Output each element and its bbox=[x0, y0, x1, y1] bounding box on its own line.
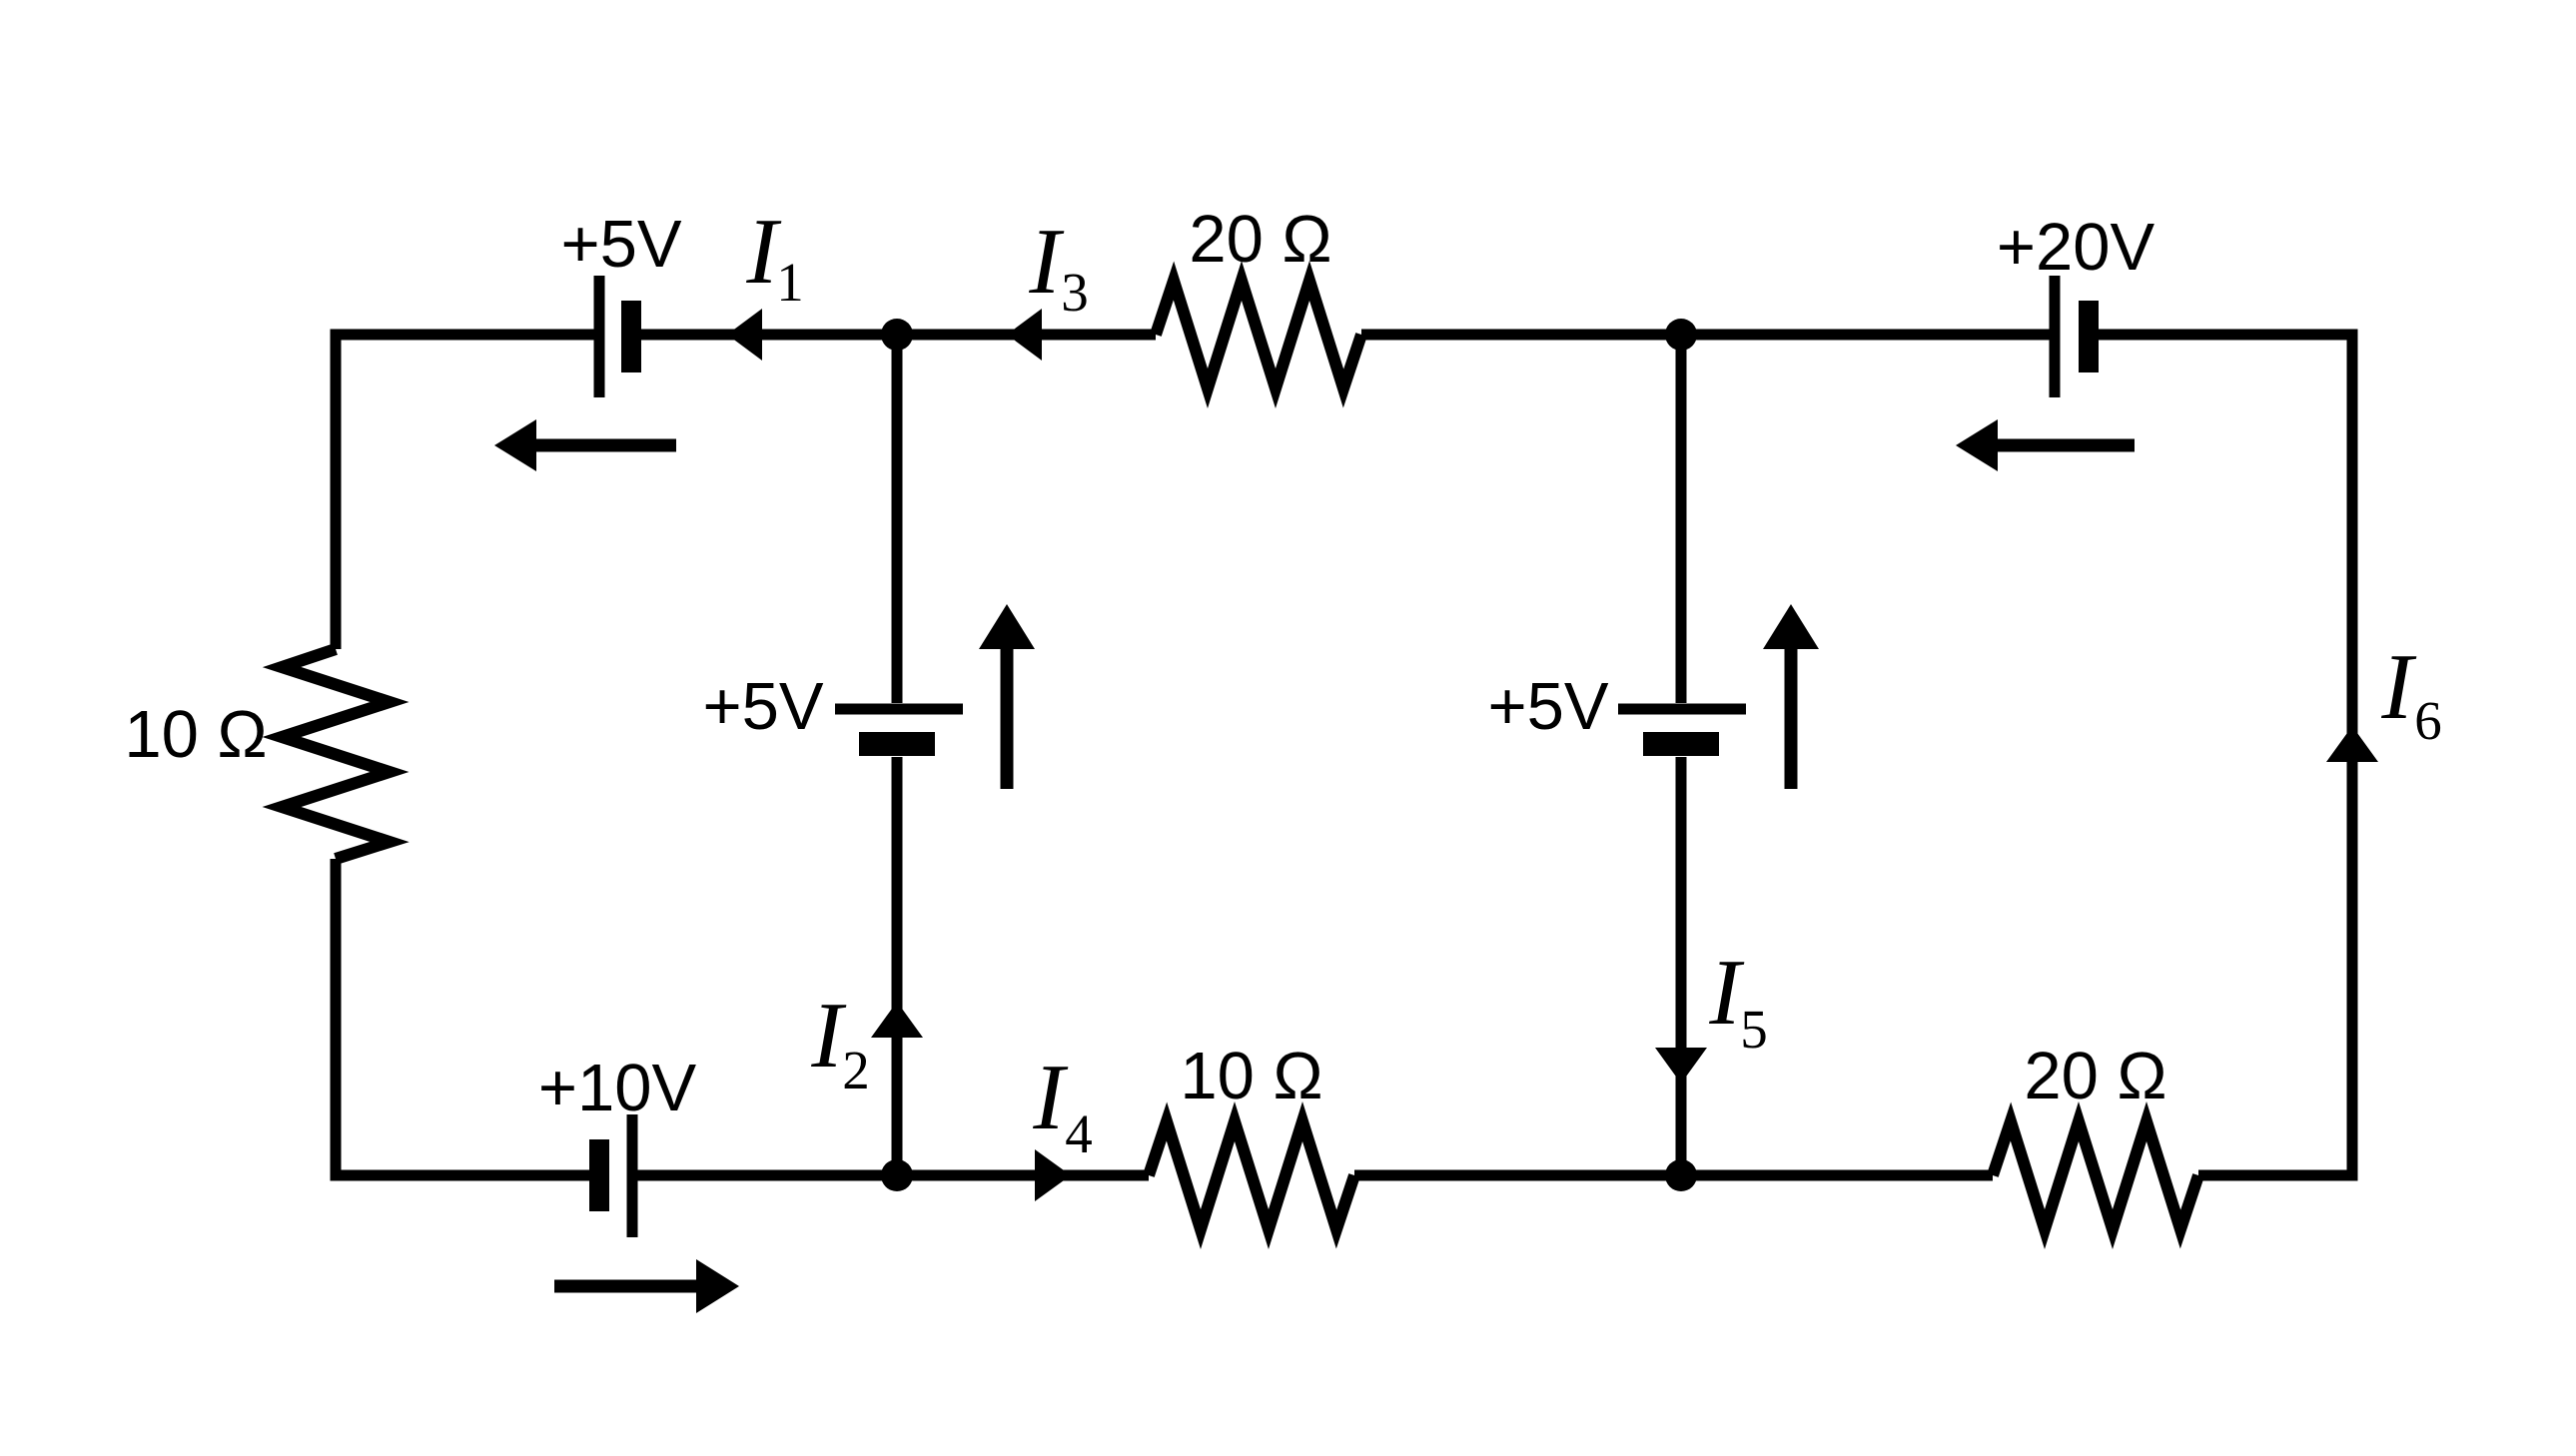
current-symbol: I bbox=[745, 200, 781, 304]
battery-middle-right-5v: +5V bbox=[1487, 669, 1746, 756]
resistor-zigzag bbox=[1987, 1101, 2204, 1249]
junction-dot bbox=[881, 319, 913, 351]
emf-arrow-middle-left bbox=[979, 604, 1035, 789]
current-subscript: 2 bbox=[842, 1040, 870, 1100]
emf-arrow-middle-right bbox=[1763, 604, 1819, 789]
current-subscript: 5 bbox=[1740, 999, 1768, 1060]
resistor-label: 20 Ω bbox=[1189, 202, 1331, 277]
current-arrowhead-up-icon bbox=[2326, 726, 2378, 762]
current-subscript: 3 bbox=[1061, 262, 1089, 323]
current-symbol: I bbox=[1708, 941, 1744, 1045]
battery-short-plate-icon bbox=[2079, 301, 2099, 372]
loop-arrow-top-left bbox=[494, 419, 676, 471]
resistor-top-20ohm: 20 Ω bbox=[1150, 202, 1367, 408]
resistor-left-10ohm: 10 Ω bbox=[124, 643, 410, 865]
current-I2: I 2 bbox=[810, 984, 923, 1100]
junction-dot bbox=[881, 1159, 913, 1191]
junction-dot bbox=[1665, 1159, 1697, 1191]
current-subscript: 4 bbox=[1065, 1103, 1093, 1164]
battery-label: +5V bbox=[702, 669, 823, 744]
resistor-bottom-right-20ohm: 20 Ω bbox=[1987, 1039, 2204, 1249]
current-I1: I 1 bbox=[727, 200, 804, 361]
current-arrowhead-left-icon bbox=[727, 309, 762, 361]
battery-top-right-20v: +20V bbox=[1997, 210, 2155, 397]
resistor-zigzag bbox=[1150, 261, 1367, 408]
resistor-label: 10 Ω bbox=[124, 697, 267, 772]
current-I3: I 3 bbox=[1007, 210, 1089, 361]
current-symbol: I bbox=[810, 984, 846, 1088]
arrow-head-left-icon bbox=[494, 419, 536, 471]
battery-label: +20V bbox=[1997, 210, 2155, 285]
resistor-bottom-middle-10ohm: 10 Ω bbox=[1143, 1039, 1360, 1249]
current-arrowhead-down-icon bbox=[1655, 1048, 1707, 1084]
loop-arrow-bottom-left bbox=[554, 1259, 739, 1313]
current-subscript: 6 bbox=[2414, 690, 2442, 751]
battery-short-plate-icon bbox=[621, 301, 641, 372]
arrow-head-left-icon bbox=[1956, 419, 1998, 471]
wire-left-bottom-corner bbox=[330, 859, 589, 1181]
battery-short-plate-icon bbox=[1643, 732, 1719, 756]
loop-arrow-top-right bbox=[1956, 419, 2135, 471]
resistor-label: 20 Ω bbox=[2024, 1039, 2166, 1113]
battery-middle-left-5v: +5V bbox=[702, 669, 963, 756]
current-I4: I 4 bbox=[1032, 1046, 1093, 1201]
current-symbol: I bbox=[2380, 635, 2416, 739]
current-arrowhead-right-icon bbox=[1035, 1149, 1071, 1201]
resistor-label: 10 Ω bbox=[1180, 1039, 1322, 1113]
current-arrowhead-left-icon bbox=[1007, 309, 1042, 361]
current-subscript: 1 bbox=[776, 252, 804, 313]
current-I5: I 5 bbox=[1655, 941, 1768, 1084]
junction-dot bbox=[1665, 319, 1697, 351]
arrow-head-up-icon bbox=[979, 604, 1035, 649]
battery-short-plate-icon bbox=[589, 1139, 609, 1211]
battery-short-plate-icon bbox=[859, 732, 935, 756]
junction-dots bbox=[881, 319, 1697, 1191]
battery-label: +5V bbox=[1487, 669, 1608, 744]
current-symbol: I bbox=[1028, 210, 1064, 314]
arrow-head-up-icon bbox=[1763, 604, 1819, 649]
battery-top-left-5v: +5V bbox=[560, 207, 682, 397]
current-arrowhead-up-icon bbox=[871, 1002, 923, 1038]
resistor-zigzag bbox=[1143, 1101, 1360, 1249]
current-symbol: I bbox=[1032, 1046, 1068, 1149]
resistor-zigzag bbox=[262, 643, 410, 865]
battery-label: +10V bbox=[538, 1051, 697, 1125]
battery-label: +5V bbox=[560, 207, 681, 282]
arrow-head-right-icon bbox=[696, 1259, 739, 1313]
current-I6: I 6 bbox=[2326, 635, 2442, 762]
battery-bottom-left-10v: +10V bbox=[538, 1051, 697, 1237]
wire-top-left-corner bbox=[330, 329, 594, 649]
